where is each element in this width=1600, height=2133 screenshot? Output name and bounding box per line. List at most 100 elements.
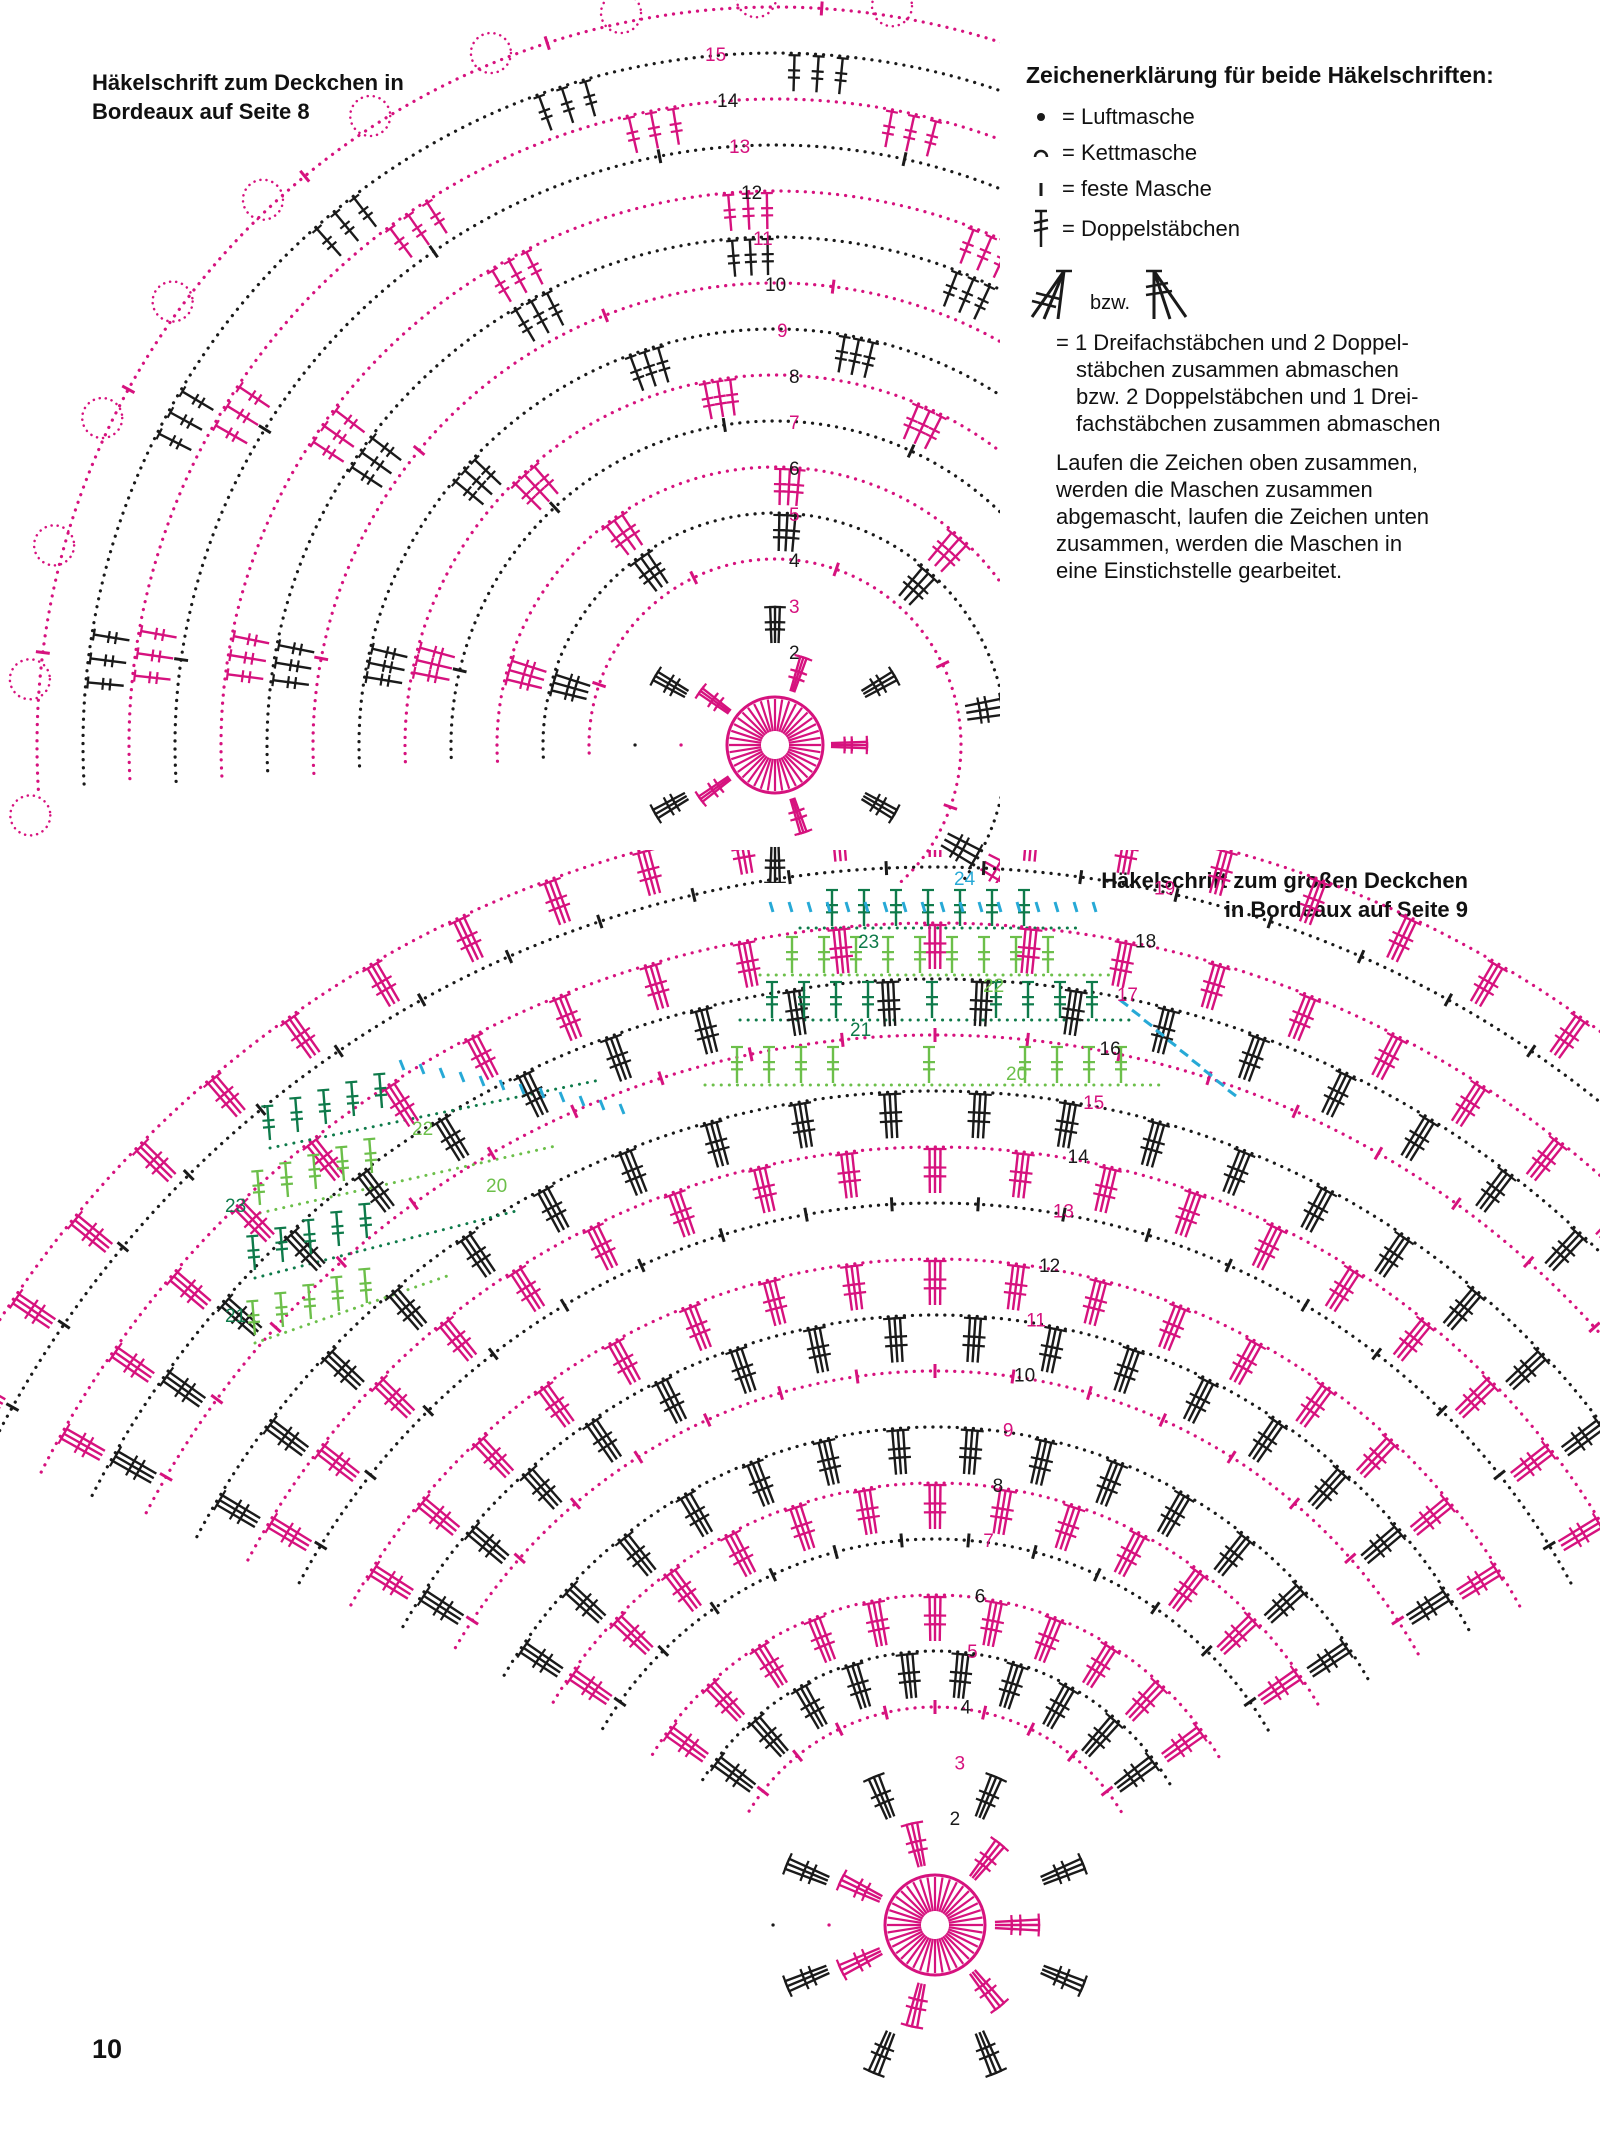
- c2-single-crochet: [423, 1406, 433, 1416]
- c2-double-treble: [58, 1433, 99, 1460]
- c1-double-treble: [1106, 766, 1142, 780]
- legend-item-chain: = Luftmasche: [1026, 99, 1496, 135]
- c1-double-treble: [93, 629, 129, 644]
- c2-double-treble: [523, 1638, 563, 1668]
- c2-double-treble: [975, 1970, 1009, 2007]
- c2-double-treble: [1035, 1616, 1056, 1659]
- c2-double-treble: [1169, 1566, 1200, 1605]
- c2-top-tier-stitch: [923, 1047, 935, 1083]
- c2-double-treble: [1158, 1491, 1185, 1532]
- c2-double-treble: [663, 1731, 702, 1761]
- c2-left-edge-stitch: [620, 1104, 624, 1114]
- c2-double-treble: [791, 1688, 819, 1729]
- c2-round-number: 13: [1053, 1201, 1074, 1222]
- c2-double-treble: [1506, 1347, 1542, 1382]
- c1-double-treble: [724, 379, 739, 415]
- c2-center-ring: [885, 1875, 985, 1975]
- c1-double-treble: [1134, 610, 1170, 628]
- c1-double-treble: [168, 407, 202, 430]
- c2-double-treble: [828, 930, 843, 974]
- c2-center-stitch: [946, 1933, 974, 1953]
- c2-double-treble: [720, 1535, 746, 1577]
- c2-double-treble: [549, 998, 571, 1041]
- c1-double-treble: [915, 409, 936, 444]
- c2-double-treble: [112, 1347, 152, 1377]
- c2-double-treble: [748, 1169, 766, 1213]
- c2-top-tier-stitch: [882, 937, 894, 973]
- c2-double-treble: [1055, 1504, 1075, 1548]
- c2-single-crochet: [365, 1471, 376, 1480]
- c2-single-crochet: [1146, 1228, 1150, 1241]
- c2-round-arc: [0, 867, 1600, 1450]
- c2-double-treble: [1372, 1033, 1397, 1075]
- c2-double-treble: [1562, 1416, 1600, 1447]
- c2-double-treble: [615, 1153, 637, 1196]
- c2-double-treble: [1384, 1238, 1414, 1278]
- c2-double-treble: [1019, 816, 1033, 860]
- c2-round-arc: [651, 1595, 1219, 1757]
- c2-double-treble: [463, 1038, 489, 1080]
- c1-single-crochet: [122, 386, 134, 393]
- c1-single-crochet: [1364, 673, 1378, 675]
- c2-top-edge-stitch: [903, 902, 906, 912]
- c2-double-treble: [1304, 1388, 1335, 1427]
- c1-picot-scallop: [736, 0, 776, 17]
- c2-round-arc: [502, 1427, 1368, 1679]
- c2-single-crochet: [711, 1602, 719, 1613]
- c1-round-arc: [83, 53, 1467, 1415]
- c2-double-treble: [367, 1570, 408, 1598]
- c2-top-tier-stitch: [1054, 982, 1066, 1018]
- c2-double-treble: [976, 1773, 997, 1816]
- c1-double-treble: [349, 195, 376, 227]
- c2-double-treble: [873, 2034, 894, 2077]
- c1-single-crochet: [903, 152, 906, 166]
- c1-double-treble: [137, 647, 173, 662]
- c1-double-treble: [530, 463, 558, 494]
- c2-right-edge-stitch: [1180, 1050, 1188, 1056]
- c2-single-crochet: [856, 1370, 858, 1384]
- legend-item-slip: = Kettmasche: [1026, 135, 1496, 171]
- c2-round-number: 8: [993, 1476, 1004, 1497]
- c2-double-treble: [459, 915, 483, 957]
- c2-top-edge-stitch: [922, 902, 925, 912]
- c1-double-treble: [835, 58, 849, 94]
- c2-double-treble: [896, 1654, 911, 1698]
- c2-double-treble: [664, 1194, 685, 1237]
- c1-double-treble: [1229, 608, 1265, 625]
- c1-center-stitch: [748, 756, 767, 782]
- c2-double-treble: [1141, 1121, 1160, 1165]
- c2-single-crochet: [788, 870, 790, 884]
- c2-double-treble: [166, 1367, 205, 1398]
- c1-double-treble: [1012, 693, 1048, 709]
- c1-double-treble: [310, 437, 343, 462]
- c1-double-treble: [90, 653, 126, 668]
- c2-double-treble: [924, 1597, 936, 1641]
- c1-round-number: 3: [789, 597, 800, 618]
- c1-double-treble: [699, 779, 731, 806]
- c1-double-treble: [1107, 754, 1143, 767]
- c1-double-treble: [487, 268, 511, 302]
- c2-double-treble: [415, 1503, 453, 1535]
- c2-double-treble: [1535, 1143, 1567, 1181]
- c2-round-number: 24: [954, 869, 976, 890]
- c2-double-treble: [924, 1149, 936, 1193]
- c2-right-edge-stitch: [1192, 1060, 1200, 1066]
- c2-double-treble: [1387, 915, 1411, 957]
- c2-double-treble: [583, 1423, 613, 1463]
- c1-center-stitch: [789, 738, 821, 743]
- c2-round-number: 14: [1068, 1147, 1090, 1168]
- c1-double-treble: [534, 94, 553, 130]
- c1-center-stitch: [742, 755, 765, 778]
- c2-top-edge-stitch: [865, 902, 868, 912]
- c2-center-stitch: [913, 1882, 928, 1912]
- c2-left-tier-stitch: [345, 1082, 359, 1116]
- c2-left-tier-stitch: [330, 1277, 344, 1311]
- c2-single-crochet: [335, 1045, 343, 1057]
- c2-top-edge-stitch: [998, 902, 1001, 912]
- c2-double-treble: [109, 1352, 149, 1382]
- c1-double-treble: [416, 654, 452, 671]
- c2-double-treble: [742, 1463, 764, 1506]
- c1-picot-scallop: [350, 96, 390, 136]
- legend-note-3: abgemascht, laufen die Zeichen unten: [1056, 504, 1430, 529]
- c1-double-treble: [667, 108, 682, 144]
